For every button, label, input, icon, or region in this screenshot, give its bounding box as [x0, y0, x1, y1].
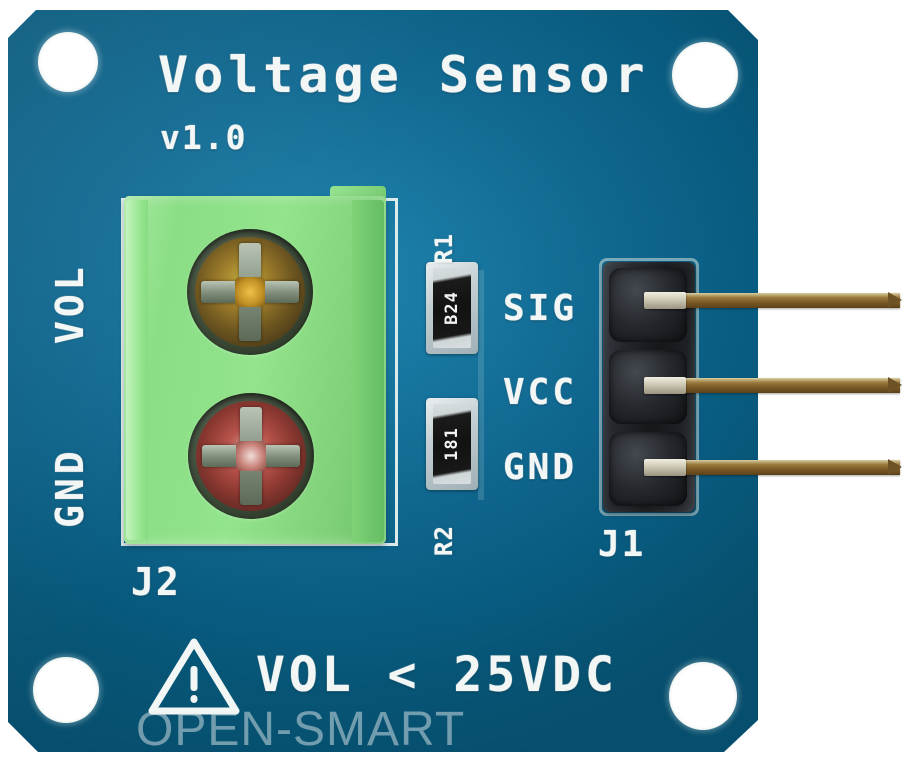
silkscreen-label-vcc: VCC: [503, 372, 578, 413]
silkscreen-label-vol: VOL: [48, 263, 92, 344]
mounting-hole-bottom-right: [669, 662, 737, 730]
header-pin-base-2: [644, 377, 686, 394]
resistor-r2: 181: [426, 398, 478, 490]
warning-triangle-icon: [148, 638, 240, 715]
header-pin-base-1: [644, 292, 686, 309]
board-title: Voltage Sensor: [158, 46, 650, 104]
resistor-body: B24: [433, 268, 471, 348]
header-pin-tip-3: [888, 459, 902, 475]
pcb-trace: [478, 270, 484, 500]
mounting-hole-bottom-left: [33, 657, 99, 723]
brand-watermark: OPEN-SMART: [136, 703, 466, 756]
header-pin-gnd: [650, 460, 900, 475]
warning-text: VOL < 25VDC: [256, 647, 618, 703]
screw-head-inner: [196, 401, 306, 511]
screw-center: [235, 277, 265, 307]
board-version: v1.0: [160, 118, 248, 157]
silkscreen-label-gnd-left: GND: [48, 447, 92, 528]
screw-head-inner: [195, 237, 305, 347]
silkscreen-designator-j2: J2: [131, 560, 181, 604]
header-pin-base-3: [644, 459, 686, 476]
header-pin-vcc: [650, 378, 900, 393]
silkscreen-label-gnd-pin: GND: [503, 447, 578, 488]
mounting-hole-top-left: [38, 32, 98, 92]
header-pin-tip-1: [888, 292, 902, 308]
silkscreen-label-sig: SIG: [503, 288, 578, 329]
terminal-screw-bottom: [188, 393, 314, 519]
resistor-marking-r2: 181: [442, 427, 462, 461]
resistor-marking-r1: B24: [442, 291, 462, 325]
resistor-r1: B24: [426, 262, 478, 354]
terminal-block-right-wall: [352, 200, 384, 542]
header-pin-tip-2: [888, 377, 902, 393]
header-pin-sig: [650, 293, 900, 308]
silkscreen-designator-r1: R1: [430, 233, 458, 264]
terminal-block-left-wall: [126, 200, 148, 540]
terminal-screw-top: [187, 229, 313, 355]
resistor-body: 181: [433, 404, 471, 484]
silkscreen-designator-j1: J1: [598, 524, 646, 565]
mounting-hole-top-right: [672, 42, 738, 108]
screw-center: [236, 441, 266, 471]
silkscreen-designator-r2: R2: [430, 525, 458, 556]
